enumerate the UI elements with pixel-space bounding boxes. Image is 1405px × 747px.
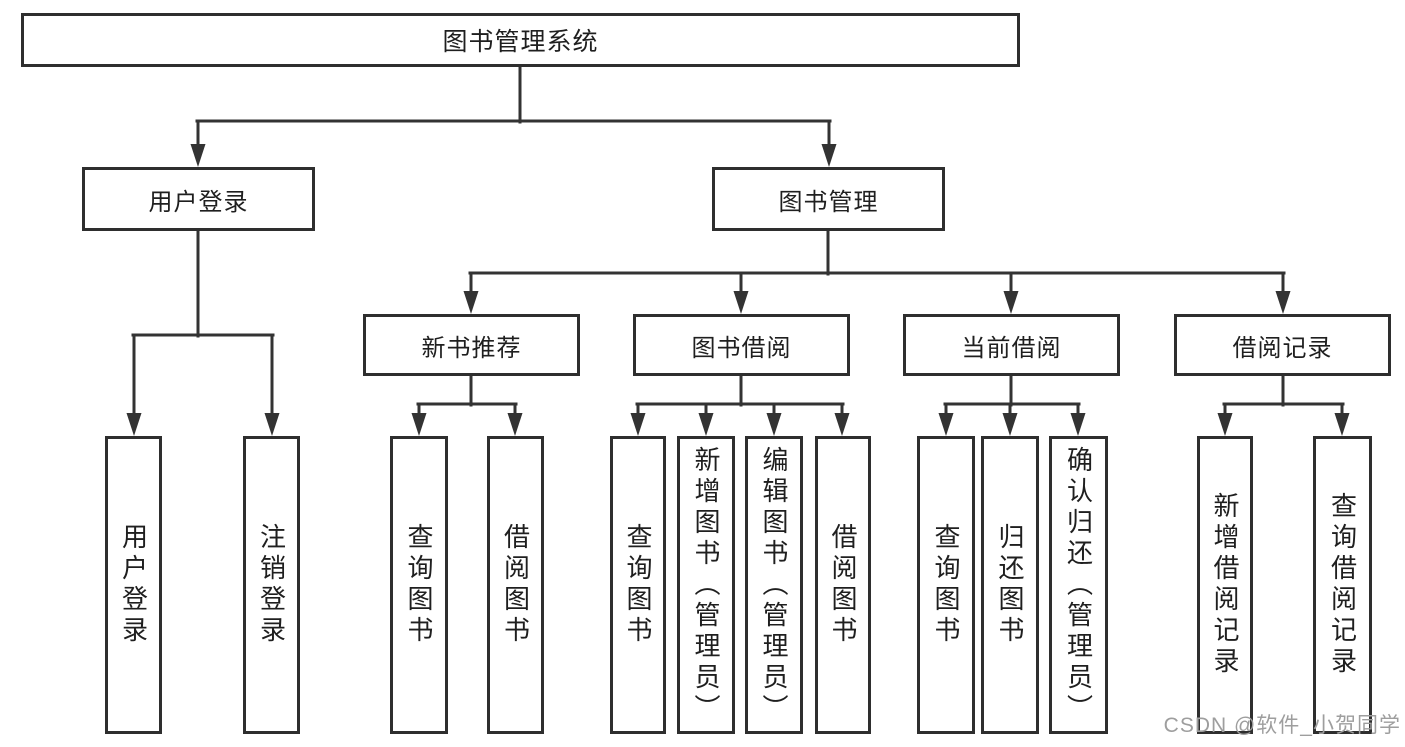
node-label: 新增图书（管理员） <box>691 445 721 725</box>
node-borrow-record: 借阅记录 <box>1174 314 1391 376</box>
arrow-down-icon <box>507 413 523 436</box>
node-root-system: 图书管理系统 <box>21 13 1020 67</box>
leaf-logout: 注销登录 <box>243 436 300 734</box>
node-current-borrow: 当前借阅 <box>903 314 1120 376</box>
arrow-down-icon <box>630 413 646 436</box>
node-user-login: 用户登录 <box>82 167 315 231</box>
leaf-add-borrow-record: 新增借阅记录 <box>1197 436 1253 734</box>
node-label: 查询图书 <box>404 523 434 647</box>
node-label: 查询图书 <box>623 523 653 647</box>
leaf-edit-book-admin: 编辑图书（管理员） <box>745 436 803 734</box>
arrow-down-icon <box>938 413 954 436</box>
arrow-down-icon <box>733 291 749 314</box>
node-label: 确认归还（管理员） <box>1063 445 1094 725</box>
arrow-down-icon <box>126 413 142 436</box>
leaf-return-book: 归还图书 <box>981 436 1039 734</box>
csdn-watermark: CSDN @软件_小贺同学 <box>1163 714 1401 737</box>
arrow-down-icon <box>411 413 427 436</box>
arrow-down-icon <box>1070 413 1086 436</box>
arrow-down-icon <box>1003 291 1019 314</box>
arrow-down-icon <box>1217 413 1233 436</box>
node-label: 借阅图书 <box>500 523 531 647</box>
node-label: 用户登录 <box>118 523 149 647</box>
arrow-down-icon <box>766 413 782 436</box>
arrow-down-icon <box>1334 413 1350 436</box>
node-label: 借阅记录 <box>1232 334 1333 362</box>
leaf-borrow-book-recommend: 借阅图书 <box>487 436 544 734</box>
leaf-query-borrow-record: 查询借阅记录 <box>1313 436 1372 734</box>
leaf-confirm-return-admin: 确认归还（管理员） <box>1049 436 1108 734</box>
node-label: 借阅图书 <box>828 523 858 647</box>
node-label: 新书推荐 <box>421 334 522 362</box>
arrow-down-icon <box>264 413 280 436</box>
node-label: 新增借阅记录 <box>1210 492 1240 678</box>
node-label: 图书借阅 <box>691 334 792 362</box>
node-label: 归还图书 <box>995 523 1025 647</box>
leaf-borrow-book: 借阅图书 <box>815 436 871 734</box>
arrow-down-icon <box>1275 291 1291 314</box>
node-label: 查询借阅记录 <box>1327 492 1358 678</box>
node-new-book-recommend: 新书推荐 <box>363 314 580 376</box>
leaf-query-book-borrow: 查询图书 <box>610 436 666 734</box>
node-label: 用户登录 <box>148 188 249 216</box>
node-label: 注销登录 <box>256 523 287 647</box>
node-book-borrow: 图书借阅 <box>633 314 850 376</box>
leaf-query-book-current: 查询图书 <box>917 436 975 734</box>
leaf-user-login: 用户登录 <box>105 436 162 734</box>
node-label: 图书管理 <box>778 188 879 216</box>
node-label: 编辑图书（管理员） <box>759 445 789 725</box>
arrow-down-icon <box>834 413 850 436</box>
node-book-management: 图书管理 <box>712 167 945 231</box>
arrow-down-icon <box>190 144 206 167</box>
arrow-down-icon <box>821 144 837 167</box>
leaf-add-book-admin: 新增图书（管理员） <box>677 436 735 734</box>
arrow-down-icon <box>1002 413 1018 436</box>
arrow-down-icon <box>698 413 714 436</box>
node-label: 查询图书 <box>931 523 961 647</box>
leaf-query-book-recommend: 查询图书 <box>390 436 448 734</box>
arrow-down-icon <box>463 291 479 314</box>
node-label: 图书管理系统 <box>442 28 599 56</box>
node-label: 当前借阅 <box>961 334 1062 362</box>
